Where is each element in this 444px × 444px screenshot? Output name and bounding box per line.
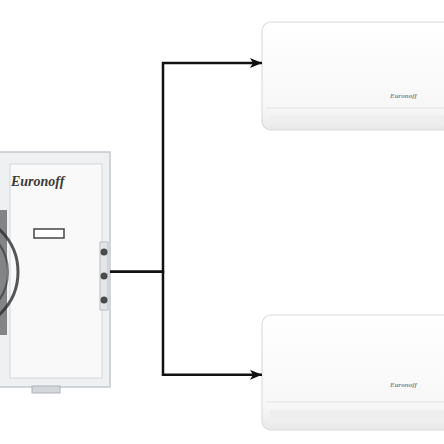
indoor-unit — [262, 22, 444, 130]
fan-grille — [0, 210, 18, 335]
valve-plate — [100, 242, 108, 310]
service-port — [101, 249, 108, 256]
indoor-unit-box: Euronoff — [262, 315, 444, 430]
service-port — [101, 297, 108, 304]
refrigerant-line-arrow — [110, 272, 262, 375]
outdoor-panel — [10, 164, 102, 378]
indoor-unit-box: Euronoff — [262, 22, 444, 130]
refrigerant-line-arrow — [110, 63, 262, 272]
brand-logo: Euronoff — [390, 92, 417, 100]
indoor-body — [262, 315, 444, 430]
indoor-unit — [262, 315, 444, 430]
outdoor-unit-box: Euronoff — [0, 152, 110, 387]
display-window — [34, 229, 64, 238]
brand-logo: Euronoff — [11, 174, 64, 190]
indoor-body — [262, 22, 444, 130]
louver — [270, 116, 444, 124]
foot — [32, 386, 60, 393]
panel-seam — [266, 402, 444, 403]
louver — [270, 410, 444, 419]
outdoor-unit — [0, 152, 110, 393]
brand-logo: Euronoff — [390, 381, 417, 389]
panel-seam — [266, 108, 444, 109]
service-port — [101, 273, 108, 280]
